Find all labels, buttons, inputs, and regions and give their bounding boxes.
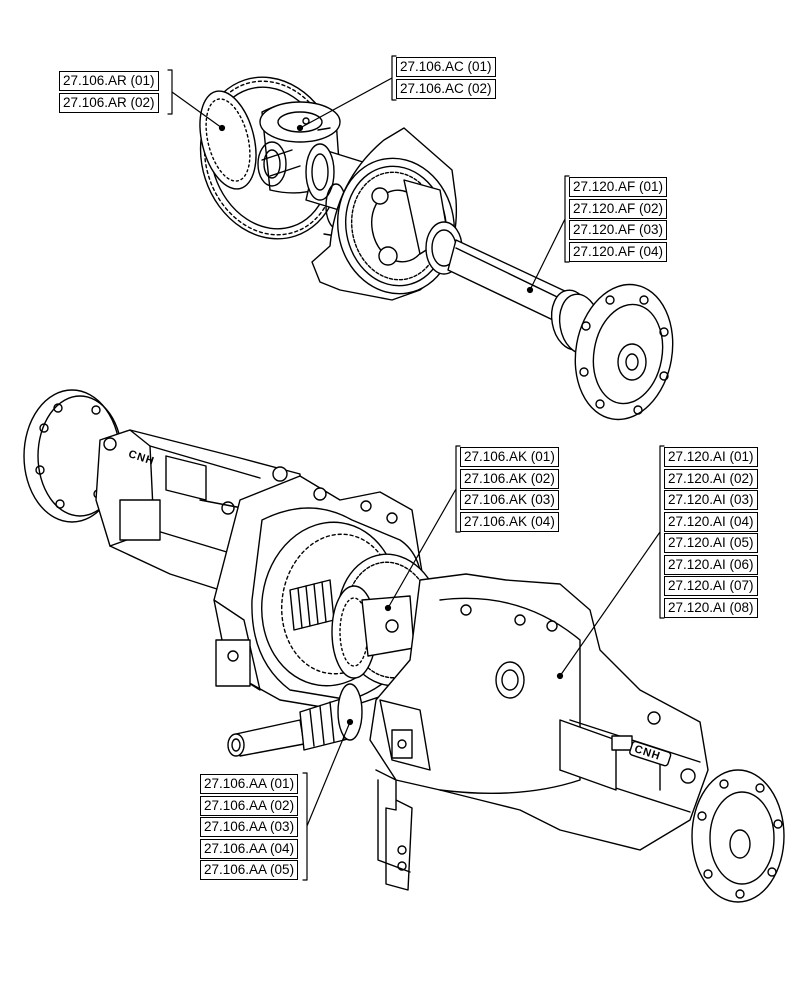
callout-27-120-af-04[interactable]: 27.120.AF (04) [569,241,668,262]
callout-27-106-ar-01[interactable]: 27.106.AR (01) [59,71,159,91]
callout-27-106-ar-02[interactable]: 27.106.AR (02) [59,92,159,113]
callout-27-106-aa-03[interactable]: 27.106.AA (03) [200,817,299,837]
callout-27-106-ak-01[interactable]: 27.106.AK (01) [460,447,559,467]
callout-27-106-ak-04[interactable]: 27.106.AK (04) [460,511,559,532]
callout-27-120-ai-05[interactable]: 27.120.AI (05) [664,533,758,553]
housing-logo-right [629,740,672,767]
callout-27-120-ai-03[interactable]: 27.120.AI (03) [664,490,758,510]
callout-27-106-aa-04[interactable]: 27.106.AA (04) [200,838,299,859]
right-housing [369,573,709,851]
callout-27-106-aa-01[interactable]: 27.106.AA (01) [200,774,299,794]
lower-axle-housing-assembly [23,389,785,903]
callout-27-120-af-01[interactable]: 27.120.AF (01) [569,177,668,197]
callout-group-ac: 27.106.AC (01) 27.106.AC (02) [396,57,496,100]
inner-shaft [289,579,335,631]
upper-differential-assembly [199,76,674,421]
callout-group-af: 27.120.AF (01) 27.120.AF (02) 27.120.AF … [569,177,668,263]
callout-27-120-ai-08[interactable]: 27.120.AI (08) [664,597,758,618]
callout-group-ai: 27.120.AI (01) 27.120.AI (02) 27.120.AI … [664,447,758,619]
wheel-flange-left [23,389,123,523]
callout-27-106-aa-05[interactable]: 27.106.AA (05) [200,860,299,880]
callout-27-120-af-03[interactable]: 27.120.AF (03) [569,220,668,240]
callout-27-120-ai-02[interactable]: 27.120.AI (02) [664,468,758,489]
mounting-bracket [375,769,413,891]
callout-27-120-ai-01[interactable]: 27.120.AI (01) [664,447,758,467]
callout-27-120-ai-07[interactable]: 27.120.AI (07) [664,576,758,596]
callout-group-aa: 27.106.AA (01) 27.106.AA (02) 27.106.AA … [200,774,299,882]
callout-27-120-ai-04[interactable]: 27.120.AI (04) [664,511,758,532]
callout-27-120-ai-06[interactable]: 27.120.AI (06) [664,554,758,575]
callout-27-106-aa-02[interactable]: 27.106.AA (02) [200,795,299,816]
callout-27-106-ac-01[interactable]: 27.106.AC (01) [396,57,496,77]
callout-27-106-ac-02[interactable]: 27.106.AC (02) [396,78,496,99]
wheel-flange-upper [574,283,674,421]
callout-27-106-ak-02[interactable]: 27.106.AK (02) [460,468,559,489]
pinion-shaft [227,683,363,757]
callout-group-ar: 27.106.AR (01) 27.106.AR (02) [59,71,159,114]
callout-group-ak: 27.106.AK (01) 27.106.AK (02) 27.106.AK … [460,447,559,533]
wheel-flange-right [691,769,785,903]
callout-27-106-ak-03[interactable]: 27.106.AK (03) [460,490,559,510]
planetary-housing [311,127,463,301]
callout-27-120-af-02[interactable]: 27.120.AF (02) [569,198,668,219]
leader-lines [167,55,665,881]
